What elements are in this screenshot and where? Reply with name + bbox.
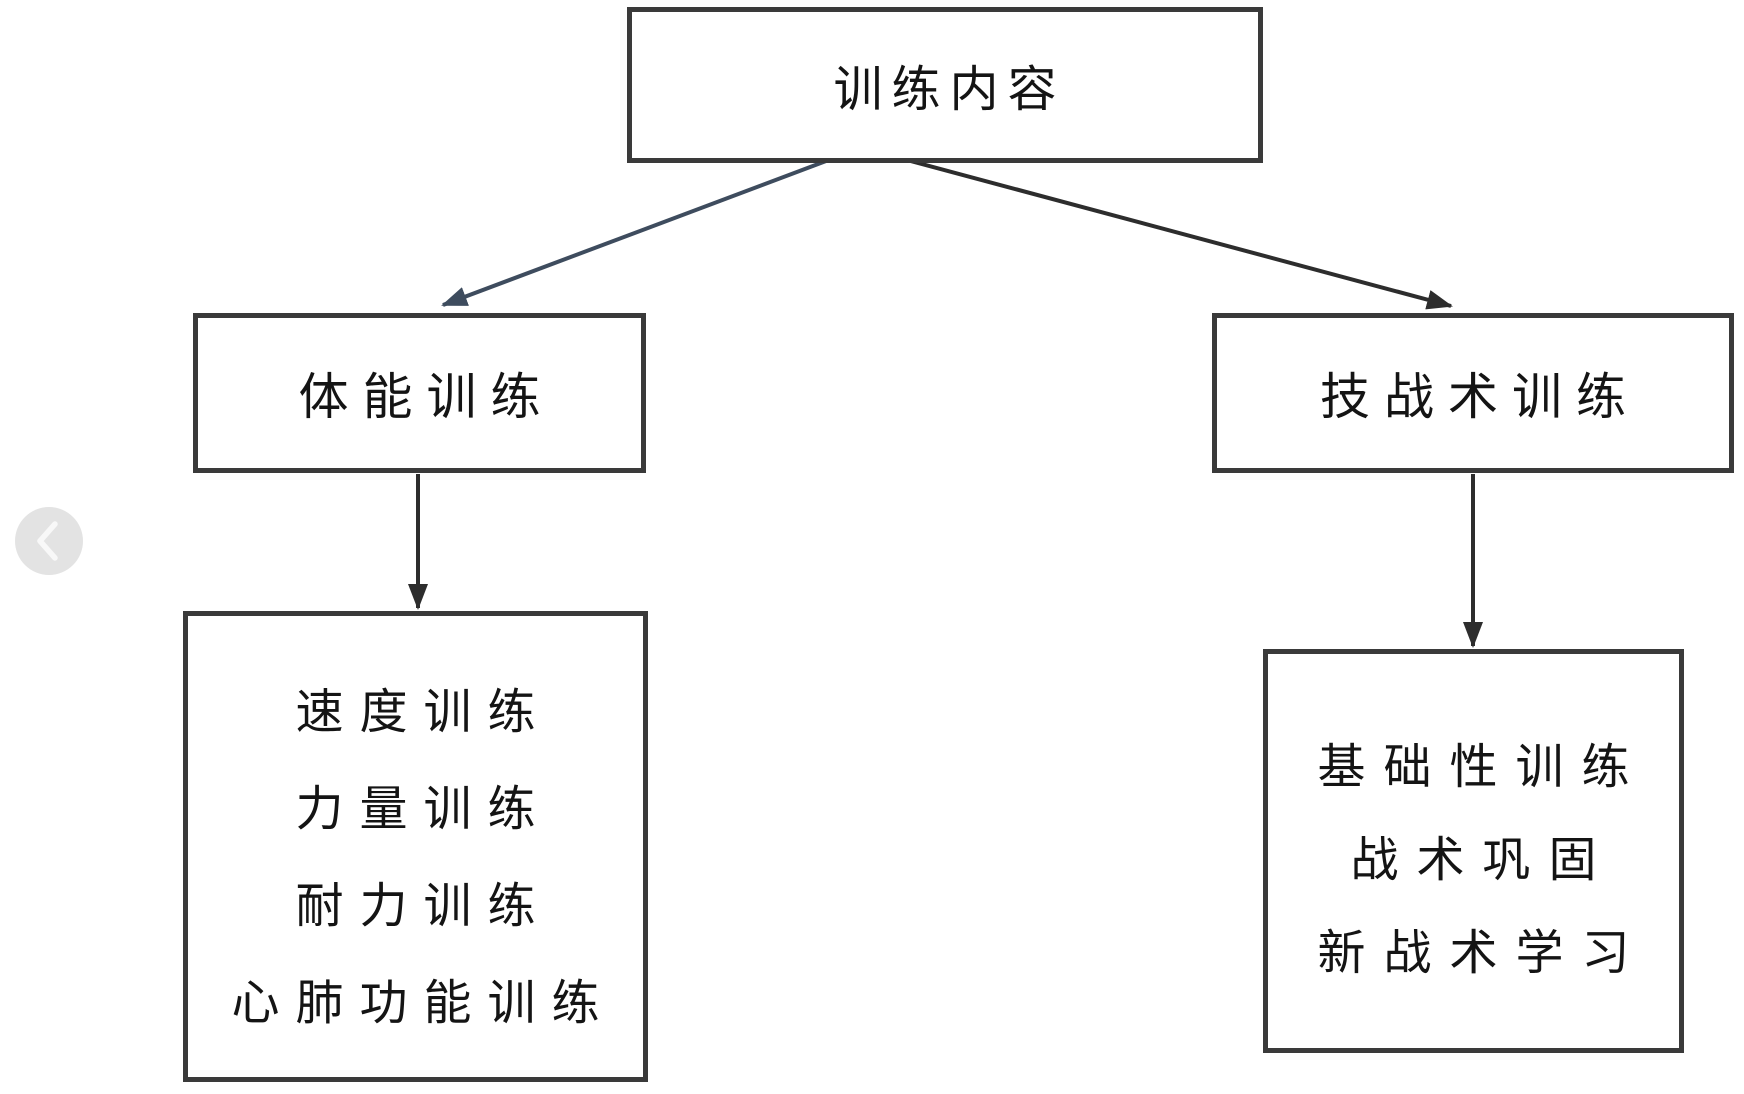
leaf-item-endurance-training: 耐力训练 [295,879,552,933]
leaf-item-speed-training: 速度训练 [295,685,552,739]
node-physical-training-items: 速度训练 力量训练 耐力训练 心肺功能训练 [183,611,648,1082]
leaf-item-strength-training: 力量训练 [295,782,552,836]
node-technical-tactical-training: 技战术训练 [1212,313,1734,473]
carousel-prev-button[interactable] [15,507,83,575]
node-tactical-training-items: 基础性训练 战术巩固 新战术学习 [1263,649,1684,1053]
leaf-item-basic-training: 基础性训练 [1317,740,1648,794]
node-training-content-label: 训练内容 [833,61,1066,117]
connector-root-to-physical [441,147,859,307]
node-physical-training-label: 体能训练 [298,369,555,425]
leaf-item-cardio-training: 心肺功能训练 [231,976,616,1030]
node-training-content: 训练内容 [627,7,1263,163]
leaf-item-tactic-consolidation: 战术巩固 [1350,833,1615,887]
node-physical-training: 体能训练 [193,313,646,473]
node-technical-tactical-training-label: 技战术训练 [1320,369,1640,425]
chevron-left-icon [37,521,58,561]
connector-root-to-tactical [865,147,1453,310]
leaf-item-new-tactic-learning: 新战术学习 [1317,926,1648,980]
